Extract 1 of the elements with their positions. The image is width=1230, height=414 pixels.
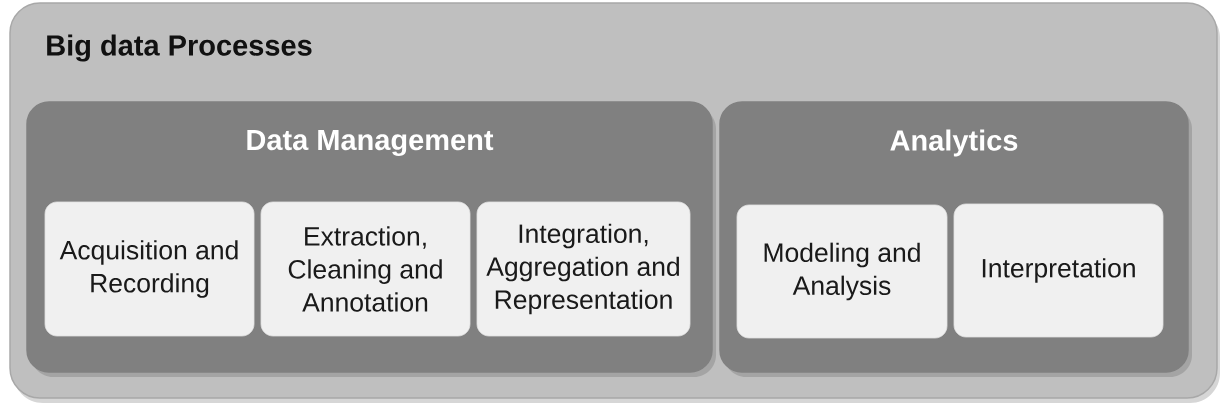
panel-heading: Big data Processes — [47, 34, 312, 62]
